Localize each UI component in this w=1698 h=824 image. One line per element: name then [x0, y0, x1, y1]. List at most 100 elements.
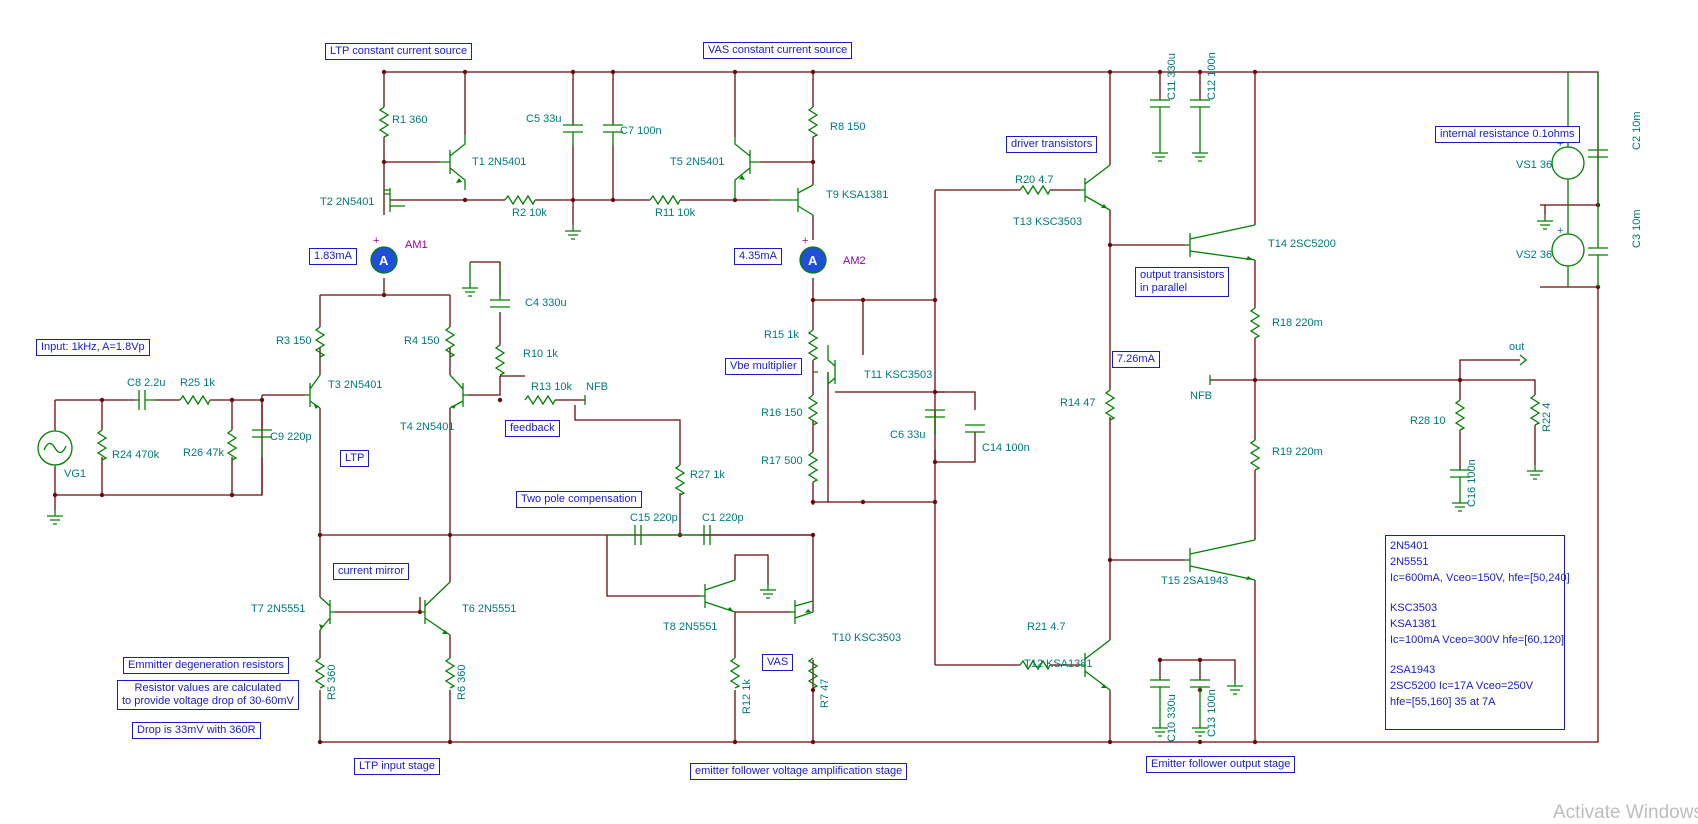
label-c16: C16 100n: [1466, 459, 1478, 507]
note-output-parallel: output transistors in parallel: [1135, 267, 1230, 297]
c16-symbol: [1450, 469, 1470, 497]
label-c9: C9 220p: [270, 431, 312, 443]
r17-symbol: [808, 451, 818, 483]
label-r8: R8 150: [830, 121, 865, 133]
r19-symbol: [1250, 439, 1260, 471]
label-r7: R7 47: [819, 679, 831, 708]
r28-symbol: [1455, 399, 1465, 431]
svg-text:+: +: [802, 235, 808, 247]
signal-source: [37, 430, 73, 467]
label-c10: C10 330u: [1166, 694, 1178, 742]
label-t6: T6 2N5551: [462, 603, 516, 615]
c10-symbol: [1150, 679, 1170, 722]
dc-supplies: + +: [1551, 72, 1585, 287]
label-r17: R17 500: [761, 455, 803, 467]
c9-symbol: [252, 429, 272, 457]
label-c12: C12 100n: [1206, 52, 1218, 100]
label-t4: T4 2N5401: [400, 421, 454, 433]
label-r14: R14 47: [1060, 397, 1095, 409]
label-r21: R21 4.7: [1027, 621, 1066, 633]
r1-symbol: [379, 106, 389, 138]
ammeter-am2: A +: [799, 235, 827, 274]
transistor-spec-box: 2N5401 2N5551 Ic=600mA, Vceo=150V, hfe=[…: [1385, 535, 1570, 730]
label-vs1: VS1 36: [1516, 159, 1552, 171]
label-r12: R12 1k: [741, 679, 753, 714]
r22-symbol: [1530, 394, 1540, 426]
c13-symbol: [1190, 679, 1210, 722]
note-vas: VAS: [762, 654, 794, 671]
r2-symbol: [504, 195, 536, 205]
note-ltp: LTP: [340, 450, 370, 467]
label-c7: C7 100n: [620, 125, 662, 137]
capacitors: [135, 72, 1608, 722]
label-t11: T11 KSC3503: [864, 369, 932, 381]
note-resistor-calc: Resistor values are calculated to provid…: [117, 680, 299, 710]
c4-symbol: [490, 267, 510, 308]
note-vas-ccs: VAS constant current source: [703, 42, 853, 59]
label-r4: R4 150: [404, 335, 439, 347]
label-r16: R16 150: [761, 407, 803, 419]
label-t8: T8 2N5551: [663, 621, 717, 633]
transistor-arrows: [314, 175, 1252, 688]
r8-symbol: [808, 106, 818, 138]
c3-symbol: [1588, 205, 1608, 287]
label-r15: R15 1k: [764, 329, 799, 341]
r18-symbol: [1250, 307, 1260, 339]
c5-symbol: [563, 124, 583, 145]
label-nfb1: NFB: [586, 381, 608, 393]
label-r10: R10 1k: [523, 348, 558, 360]
r5-symbol: [315, 657, 325, 689]
c14-symbol: [965, 424, 985, 433]
note-am1-reading: 1.83mA: [309, 248, 357, 265]
activation-watermark: Activate Windows: [1553, 802, 1698, 823]
label-t7: T7 2N5551: [251, 603, 305, 615]
label-t1: T1 2N5401: [472, 156, 526, 168]
r24-symbol: [97, 429, 107, 461]
label-r25: R25 1k: [180, 377, 215, 389]
label-c11: C11 330u: [1166, 53, 1178, 100]
label-t2: T2 2N5401: [320, 196, 374, 208]
c15-symbol: [607, 525, 680, 545]
c1-symbol: [680, 525, 711, 545]
note-output-current: 7.26mA: [1112, 351, 1160, 368]
label-r27: R27 1k: [690, 469, 725, 481]
svg-text:A: A: [379, 253, 389, 268]
c8-symbol: [135, 390, 155, 410]
label-r6: R6 360: [456, 665, 468, 700]
note-drop: Drop is 33mV with 360R: [132, 722, 261, 739]
label-t3: T3 2N5401: [328, 379, 382, 391]
r3-symbol: [315, 326, 325, 358]
r25-symbol: [179, 395, 211, 405]
label-r1: R1 360: [392, 114, 427, 126]
label-am1: AM1: [405, 239, 428, 251]
r11-symbol: [649, 195, 681, 205]
label-t9: T9 KSA1381: [826, 189, 888, 201]
label-r20: R20 4.7: [1015, 174, 1054, 186]
nfb-pins: [584, 354, 1528, 405]
r26-symbol: [227, 429, 237, 461]
r4-symbol: [445, 326, 455, 358]
label-c3: C3 10m: [1631, 209, 1643, 248]
label-c15: C15 220p: [630, 512, 678, 524]
note-ef-vas-stage: emitter follower voltage amplification s…: [690, 763, 908, 780]
note-ltp-ccs: LTP constant current source: [325, 43, 473, 60]
r14-symbol: [1105, 389, 1115, 421]
resistors: [97, 106, 1540, 689]
r15-symbol: [808, 329, 818, 361]
label-out: out: [1509, 341, 1524, 353]
label-r2: R2 10k: [512, 207, 547, 219]
label-r19: R19 220m: [1272, 446, 1323, 458]
label-t13: T13 KSC3503: [1013, 216, 1082, 228]
note-ef-output-stage: Emitter follower output stage: [1146, 756, 1296, 773]
svg-text:+: +: [1557, 138, 1563, 150]
note-feedback: feedback: [505, 420, 560, 437]
c11-symbol: [1150, 99, 1170, 147]
label-nfb2: NFB: [1190, 390, 1212, 402]
note-am2-reading: 4.35mA: [734, 248, 782, 265]
label-c13: C13 100n: [1206, 689, 1218, 737]
label-c14: C14 100n: [982, 442, 1030, 454]
label-r28: R28 10: [1410, 415, 1445, 427]
label-t10: T10 KSC3503: [832, 632, 901, 644]
label-r26: R26 47k: [183, 447, 224, 459]
